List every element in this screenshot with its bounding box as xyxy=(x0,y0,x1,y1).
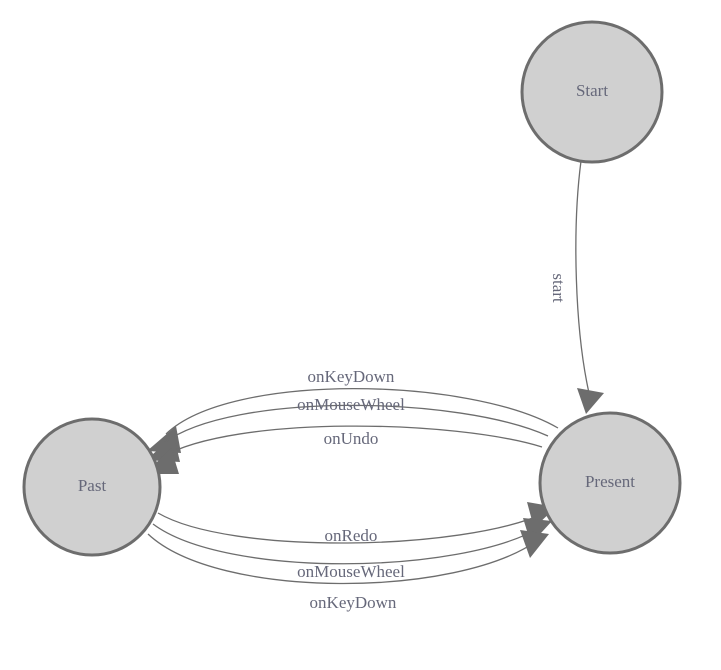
node-start-circle xyxy=(520,20,664,164)
edge-label-onmousewheel-bottom: onMouseWheel xyxy=(297,562,405,581)
edge-past-to-present-onkeydown[interactable]: onKeyDown xyxy=(147,530,549,612)
node-present-circle xyxy=(538,411,682,555)
arrowhead-present-from-past-onkeydown xyxy=(520,530,549,558)
edge-past-to-present-onredo-path xyxy=(157,512,546,544)
edge-present-to-past-onkeydown-path xyxy=(165,388,559,435)
edge-start-to-present-path xyxy=(575,160,590,394)
node-past[interactable]: Past xyxy=(22,417,162,557)
node-present-label: Present xyxy=(585,472,635,491)
edge-start-to-present[interactable]: start xyxy=(549,160,604,414)
edge-present-to-past-onundo-path xyxy=(161,425,543,458)
edge-label-onmousewheel-top: onMouseWheel xyxy=(297,395,405,414)
edge-label-start: start xyxy=(549,273,568,303)
edge-present-to-past-onundo[interactable]: onUndo xyxy=(145,425,543,474)
edge-label-onkeydown-bottom: onKeyDown xyxy=(310,593,397,612)
node-past-circle xyxy=(22,417,162,557)
edge-past-to-present-onredo[interactable]: onRedo xyxy=(157,502,556,545)
edge-label-onundo: onUndo xyxy=(324,429,379,448)
edge-label-onkeydown-top: onKeyDown xyxy=(308,367,395,386)
node-start[interactable]: Start xyxy=(520,20,664,164)
node-present[interactable]: Present xyxy=(538,411,682,555)
edge-past-to-present-onkeydown-path xyxy=(147,533,539,585)
node-past-label: Past xyxy=(78,476,107,495)
edge-past-to-present-onmousewheel-path xyxy=(152,523,542,565)
edge-label-onredo: onRedo xyxy=(325,526,378,545)
node-start-label: Start xyxy=(576,81,608,100)
edge-present-to-past-onmousewheel-path xyxy=(163,404,549,444)
arrowhead-present-from-start xyxy=(577,388,604,414)
